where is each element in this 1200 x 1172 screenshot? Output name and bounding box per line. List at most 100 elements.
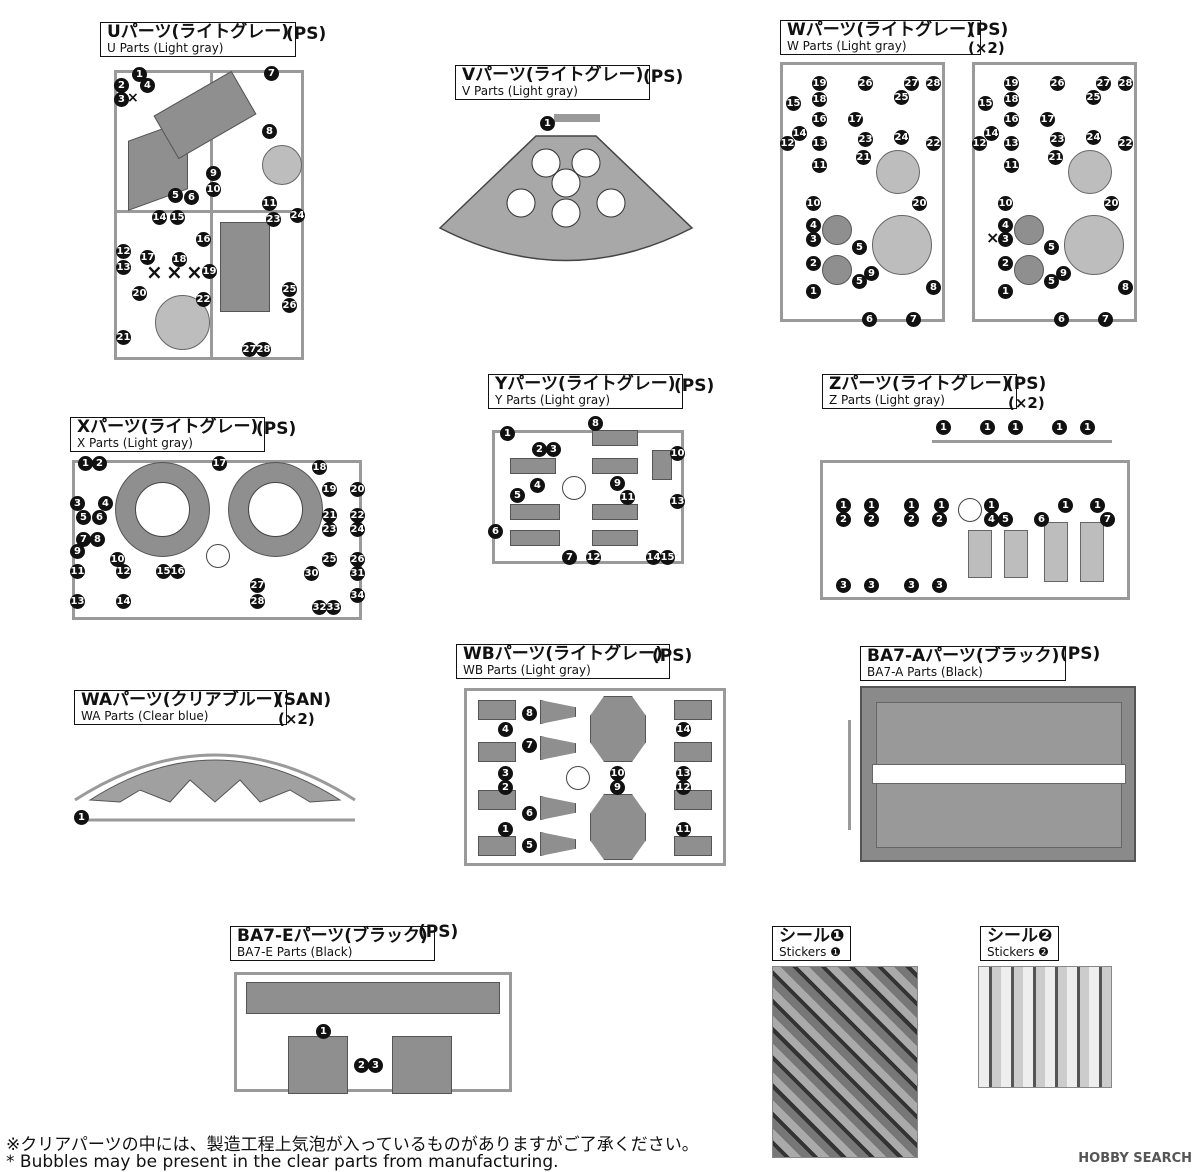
part-number: 3 [904, 578, 919, 593]
u-parts-label: Uパーツ(ライトグレー) U Parts (Light gray) [100, 22, 297, 58]
part-number: 3 [864, 578, 879, 593]
part-number: 19 [322, 482, 337, 497]
u-part-block [220, 222, 270, 312]
part-number: 3 [806, 232, 821, 247]
part-number: 5 [852, 274, 867, 289]
part-number: 1 [1008, 420, 1023, 435]
v-parts-material: (PS) [643, 67, 684, 87]
part-number: 15 [978, 96, 993, 111]
part-number: 23 [1050, 132, 1065, 147]
part-number: 12 [676, 780, 691, 795]
part-number: 26 [350, 552, 365, 567]
wa-part-clear-arc [74, 753, 356, 822]
part-number: 2 [92, 456, 107, 471]
part-number: 34 [350, 588, 365, 603]
part-number: 1 [1058, 498, 1073, 513]
z-parts-material: (PS) [1006, 374, 1047, 394]
x-parts-material: (PS) [256, 419, 297, 439]
footnote-jp: ※クリアパーツの中には、製造工程上気泡が入っているものがありますがご了承ください… [6, 1135, 699, 1155]
part-number: 4 [984, 512, 999, 527]
part-number: 22 [350, 508, 365, 523]
part-number: 14 [676, 722, 691, 737]
x-mark: × [186, 260, 203, 284]
z-parts-quantity: (×2) [1008, 394, 1045, 412]
wb-parts-material: (PS) [652, 646, 693, 666]
part-number: 1 [500, 426, 515, 441]
wa-parts-label: WAパーツ(クリアブルー) WA Parts (Clear blue) [74, 690, 288, 726]
part-number: 17 [1040, 112, 1055, 127]
part-number: 14 [984, 126, 999, 141]
part-number: 8 [588, 416, 603, 431]
part-number: 1 [904, 498, 919, 513]
part-number: 9 [610, 476, 625, 491]
part-number: 17 [848, 112, 863, 127]
x-mark: × [127, 90, 139, 106]
part-number: 4 [140, 78, 155, 93]
part-number: 1 [998, 284, 1013, 299]
part-number: 19 [812, 76, 827, 91]
part-number: 14 [116, 594, 131, 609]
part-number: 14 [646, 550, 661, 565]
part-number: 6 [1034, 512, 1049, 527]
part-number: 7 [522, 738, 537, 753]
part-number: 25 [1086, 90, 1101, 105]
ba7a-parts-label: BA7-Aパーツ(ブラック) BA7-A Parts (Black) [860, 646, 1067, 682]
part-number: 26 [858, 76, 873, 91]
part-number: 6 [862, 312, 877, 327]
part-number: 1 [1080, 420, 1095, 435]
part-number: 5 [510, 488, 525, 503]
v-parts-label: Vパーツ(ライトグレー) V Parts (Light gray) [455, 65, 651, 101]
part-number: 1 [540, 116, 555, 131]
watermark: HOBBY SEARCH [1078, 1151, 1192, 1166]
z-runner [820, 460, 1130, 600]
part-number: 20 [350, 482, 365, 497]
part-number: 26 [1050, 76, 1065, 91]
ba7e-parts-label: BA7-Eパーツ(ブラック) BA7-E Parts (Black) [230, 926, 435, 962]
part-number: 2 [114, 78, 129, 93]
part-number: 3 [368, 1058, 383, 1073]
part-number: 12 [780, 136, 795, 151]
part-number: 10 [206, 182, 221, 197]
part-number: 13 [676, 766, 691, 781]
part-number: 1 [984, 498, 999, 513]
part-number: 4 [806, 218, 821, 233]
part-number: 11 [1004, 158, 1019, 173]
part-number: 7 [562, 550, 577, 565]
part-number: 9 [206, 166, 221, 181]
ba7e-part-left-block [288, 1036, 348, 1094]
part-number: 20 [1104, 196, 1119, 211]
part-number: 12 [586, 550, 601, 565]
part-number: 6 [488, 524, 503, 539]
part-number: 12 [116, 564, 131, 579]
part-number: 1 [74, 810, 89, 825]
part-number: 19 [1004, 76, 1019, 91]
part-number: 18 [1004, 92, 1019, 107]
part-number: 27 [904, 76, 919, 91]
w-parts-label: Wパーツ(ライトグレー) W Parts (Light gray) [780, 20, 981, 56]
part-number: 8 [90, 532, 105, 547]
part-number: 2 [864, 512, 879, 527]
wb-part-octagon-top [590, 696, 646, 762]
x-mark: × [986, 228, 1000, 247]
part-number: 2 [532, 442, 547, 457]
part-number: 21 [322, 508, 337, 523]
part-number: 5 [998, 512, 1013, 527]
part-number: 2 [904, 512, 919, 527]
part-number: 5 [1044, 274, 1059, 289]
part-number: 20 [912, 196, 927, 211]
wa-parts-material: (SAN) [276, 690, 332, 710]
sticker-sheet-2 [978, 966, 1112, 1088]
part-number: 2 [932, 512, 947, 527]
part-number: 27 [1096, 76, 1111, 91]
part-number: 8 [1118, 280, 1133, 295]
ba7e-parts-material: (PS) [418, 922, 459, 942]
part-number: 11 [70, 564, 85, 579]
part-number: 7 [1098, 312, 1113, 327]
part-number: 13 [70, 594, 85, 609]
y-parts-label: Yパーツ(ライトグレー) Y Parts (Light gray) [488, 374, 683, 410]
part-number: 5 [852, 240, 867, 255]
part-number: 15 [786, 96, 801, 111]
part-number: 15 [170, 210, 185, 225]
part-number: 20 [132, 286, 147, 301]
part-number: 1 [1052, 420, 1067, 435]
